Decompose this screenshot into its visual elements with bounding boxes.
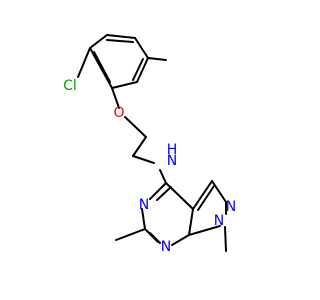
bond (132, 155, 155, 164)
pyrimidine-n5-label: N (139, 197, 149, 213)
bond (89, 34, 108, 49)
bond (93, 51, 111, 83)
pyrazole-n2-label: N (226, 199, 236, 215)
bond (132, 58, 144, 81)
amine-hydrogen-label: H (167, 142, 178, 158)
bond (188, 225, 221, 236)
bond (224, 226, 227, 252)
bond (124, 116, 147, 138)
bond (132, 136, 147, 157)
bond (159, 169, 167, 184)
atom-labels: Cl O H N N N N N (63, 78, 236, 255)
bond (156, 186, 172, 201)
bond (115, 228, 146, 241)
bond (171, 234, 190, 246)
bond (106, 34, 136, 39)
chlorine-label: Cl (63, 78, 77, 94)
bond (165, 182, 194, 210)
phenyl-ring-bonds (89, 34, 149, 89)
pyrazole-n1-label: N (214, 213, 224, 229)
molecule-structure: Cl O H N N N N N (63, 34, 236, 255)
bond (136, 57, 149, 83)
bond (192, 180, 213, 210)
bond (147, 57, 167, 61)
bond (134, 37, 149, 59)
bond (149, 182, 167, 200)
bond (197, 185, 215, 211)
pyrazolopyrimidine-bonds (115, 169, 227, 252)
substituent-bonds (77, 47, 167, 164)
bond (77, 47, 91, 78)
amine-nitrogen-label: N (167, 153, 177, 169)
bond (111, 87, 120, 109)
bond (141, 208, 146, 230)
oxygen-label: O (113, 105, 124, 121)
bond (211, 180, 227, 203)
bond (188, 208, 194, 236)
bond (106, 39, 134, 43)
bond (149, 232, 161, 244)
bond (89, 47, 113, 89)
pyrimidine-n7-label: N (161, 239, 171, 255)
bond (111, 81, 138, 89)
